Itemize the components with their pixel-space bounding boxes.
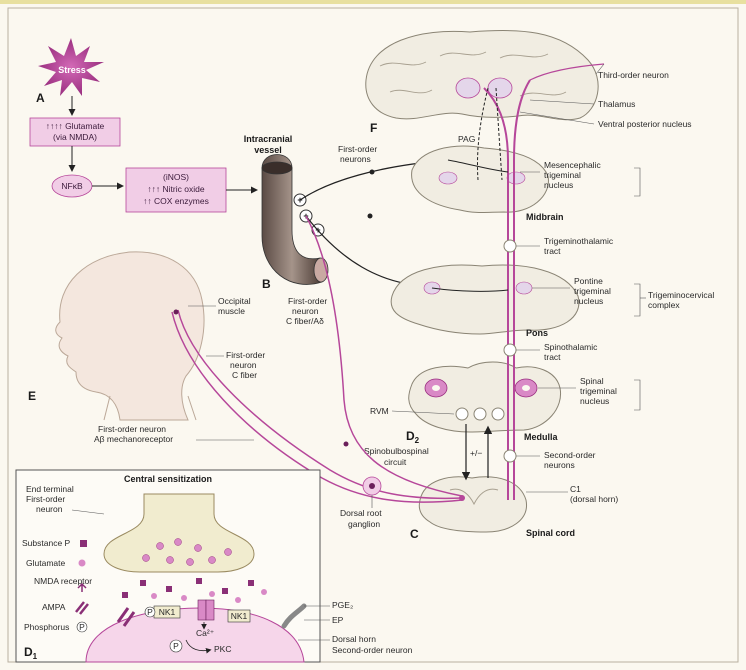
- panel-label-c: C: [410, 527, 419, 541]
- panel-label-e: E: [28, 389, 36, 403]
- trigeminocervical-label-2: complex: [648, 300, 680, 310]
- spinal-trigeminal-label: Spinal: [580, 376, 604, 386]
- pons-section: [391, 265, 579, 334]
- second-order-label: Second-order: [544, 450, 596, 460]
- vessel-title: Intracranial: [244, 134, 293, 144]
- pkc-label: PKC: [214, 644, 231, 654]
- spinothalamic-label-2: tract: [544, 352, 561, 362]
- legend-ampa: AMPA: [42, 602, 66, 612]
- glutamate-via-text: (via NMDA): [53, 132, 97, 142]
- intracranial-vessel: [262, 155, 322, 285]
- first-order-cad-label-2: neuron: [292, 306, 319, 316]
- vessel-plus-markers: + + +: [294, 194, 324, 236]
- pontine-label: Pontine: [574, 276, 603, 286]
- second-order-neuron-label: Second-order neuron: [332, 645, 413, 655]
- pons-label: Pons: [526, 328, 548, 338]
- panel-label-b: B: [262, 277, 271, 291]
- rvm-label: RVM: [370, 406, 389, 416]
- nitric-oxide-text: ↑↑↑ Nitric oxide: [147, 184, 204, 194]
- top-banner: [0, 0, 746, 4]
- trigeminothalamic-label-2: tract: [544, 246, 561, 256]
- spinobulbospinal-label-2: circuit: [384, 457, 407, 467]
- spinal-cord-label: Spinal cord: [526, 528, 575, 538]
- panel-label-d2: D2: [406, 429, 420, 445]
- medulla-label: Medulla: [524, 432, 558, 442]
- pge2-label: PGE₂: [332, 600, 353, 610]
- first-order-cad-label: First-order: [288, 296, 327, 306]
- third-order-neuron-label: Third-order neuron: [598, 70, 669, 80]
- head-profile: [56, 252, 204, 420]
- thalamus-label: Thalamus: [598, 99, 635, 109]
- nk1-label-2: NK1: [231, 611, 248, 621]
- occipital-muscle-label: Occipital: [218, 296, 251, 306]
- inos-text: (iNOS): [163, 172, 189, 182]
- end-terminal-label: End terminal: [26, 484, 74, 494]
- cox-text: ↑↑ COX enzymes: [143, 196, 209, 206]
- first-order-c-label-2: neuron: [230, 360, 257, 370]
- phosphorus-icon-text: P: [79, 622, 85, 632]
- end-terminal-label-2: First-order: [26, 494, 65, 504]
- drg-label-2: ganglion: [348, 519, 380, 529]
- medulla-section: [409, 362, 561, 432]
- plus-minus-label: +/−: [470, 448, 482, 458]
- spinobulbospinal-label: Spinobulbospinal: [364, 446, 429, 456]
- tract-marker-spinothalamic: [504, 344, 516, 356]
- phosphorus-marker-1: P: [173, 641, 179, 651]
- mesencephalic-label: Mesencephalic: [544, 160, 601, 170]
- abeta-label-2: Aβ mechanoreceptor: [94, 434, 173, 444]
- vpn-label: Ventral posterior nucleus: [598, 119, 692, 129]
- legend-substance-p: Substance P: [22, 538, 71, 548]
- legend-glutamate: Glutamate: [26, 558, 65, 568]
- pag-label: PAG: [458, 134, 475, 144]
- c1-label: C1: [570, 484, 581, 494]
- ca-label: Ca²⁺: [196, 628, 215, 638]
- first-order-c-label: First-order: [226, 350, 265, 360]
- glutamate-icon: [79, 560, 86, 567]
- nk1-label: NK1: [159, 607, 176, 617]
- pontine-label-3: nucleus: [574, 296, 603, 306]
- ep-label: EP: [332, 615, 344, 625]
- spinothalamic-label: Spinothalamic: [544, 342, 598, 352]
- first-order-cad-label-3: C fiber/Aδ: [286, 316, 324, 326]
- end-terminal-label-3: neuron: [36, 504, 63, 514]
- spinal-cord-section: [419, 477, 526, 532]
- abeta-label: First-order neuron: [98, 424, 166, 434]
- panel-label-f: F: [370, 121, 377, 135]
- trigeminothalamic-label: Trigeminothalamic: [544, 236, 614, 246]
- panel-label-a: A: [36, 91, 45, 105]
- nmda-channel: [198, 600, 206, 620]
- cerebrum-section: [366, 30, 598, 119]
- c1-label-2: (dorsal horn): [570, 494, 618, 504]
- midbrain-section: [412, 146, 549, 212]
- occipital-muscle-label-2: muscle: [218, 306, 245, 316]
- dorsal-horn-label: Dorsal horn: [332, 634, 376, 644]
- mesencephalic-label-3: nucleus: [544, 180, 573, 190]
- sensitization-title: Central sensitization: [124, 474, 212, 484]
- drg-label: Dorsal root: [340, 508, 382, 518]
- stress-label: Stress: [58, 65, 86, 75]
- tract-marker-second-order: [504, 450, 516, 462]
- phosphorus-marker-2: P: [147, 607, 153, 617]
- first-order-neurons-label-2: neurons: [340, 154, 371, 164]
- nfkb-text: NFκB: [61, 181, 83, 191]
- first-order-c-label-3: C fiber: [232, 370, 257, 380]
- vessel-title-2: vessel: [254, 145, 282, 155]
- pontine-label-2: trigeminal: [574, 286, 611, 296]
- trigeminocervical-label: Trigeminocervical: [648, 290, 714, 300]
- spinal-trigeminal-label-2: trigeminal: [580, 386, 617, 396]
- tract-marker-trigeminothalamic: [504, 240, 516, 252]
- mesencephalic-label-2: trigeminal: [544, 170, 581, 180]
- midbrain-label: Midbrain: [526, 212, 564, 222]
- glutamate-text: ↑↑↑↑ Glutamate: [46, 121, 105, 131]
- second-order-label-2: neurons: [544, 460, 575, 470]
- spinal-trigeminal-label-3: nucleus: [580, 396, 609, 406]
- legend-phosphorus: Phosphorus: [24, 622, 69, 632]
- first-order-neurons-label: First-order: [338, 144, 377, 154]
- substance-p-icon: [80, 540, 87, 547]
